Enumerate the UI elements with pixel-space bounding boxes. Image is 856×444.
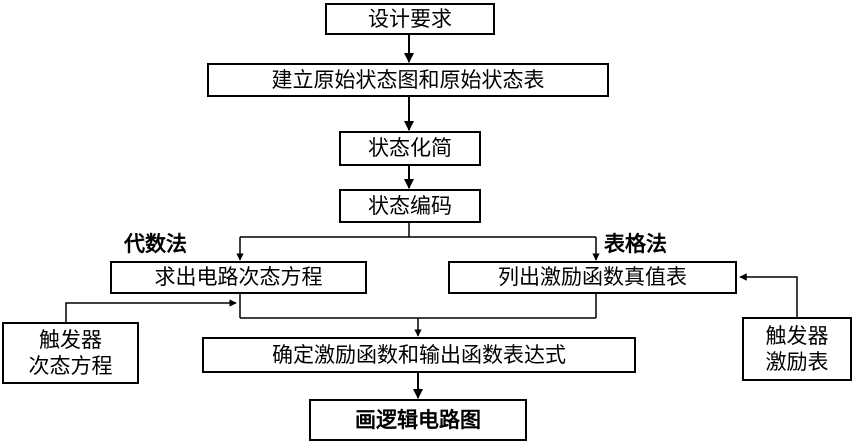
trigger-next-state-box: 触发器 次态方程 — [2, 322, 139, 384]
state-encoding-box: 状态编码 — [339, 189, 481, 223]
arrow-trigger-next-state — [65, 299, 237, 322]
trigger-excitation-line2: 激励表 — [765, 350, 829, 374]
trigger-excitation-line1: 触发器 — [765, 323, 829, 348]
trigger-next-state-line1: 触发器 — [39, 327, 102, 352]
algebraic-method-label: 代数法 — [124, 232, 187, 256]
build-state-diagram-box: 建立原始状态图和原始状态表 — [207, 63, 609, 97]
determine-expressions-box: 确定激励函数和输出函数表达式 — [202, 337, 636, 373]
trigger-excitation-box: 触发器 激励表 — [742, 317, 852, 381]
next-state-equations-box: 求出电路次态方程 — [110, 261, 367, 294]
state-reduction-box: 状态化简 — [339, 131, 481, 166]
draw-logic-circuit-box: 画逻辑电路图 — [309, 399, 527, 441]
trigger-next-state-line2: 次态方程 — [28, 354, 113, 378]
table-method-label: 表格法 — [604, 232, 667, 256]
design-requirements-box: 设计要求 — [325, 3, 495, 35]
arrow-trigger-excitation — [739, 273, 798, 317]
excitation-truth-table-box: 列出激励函数真值表 — [448, 261, 737, 294]
